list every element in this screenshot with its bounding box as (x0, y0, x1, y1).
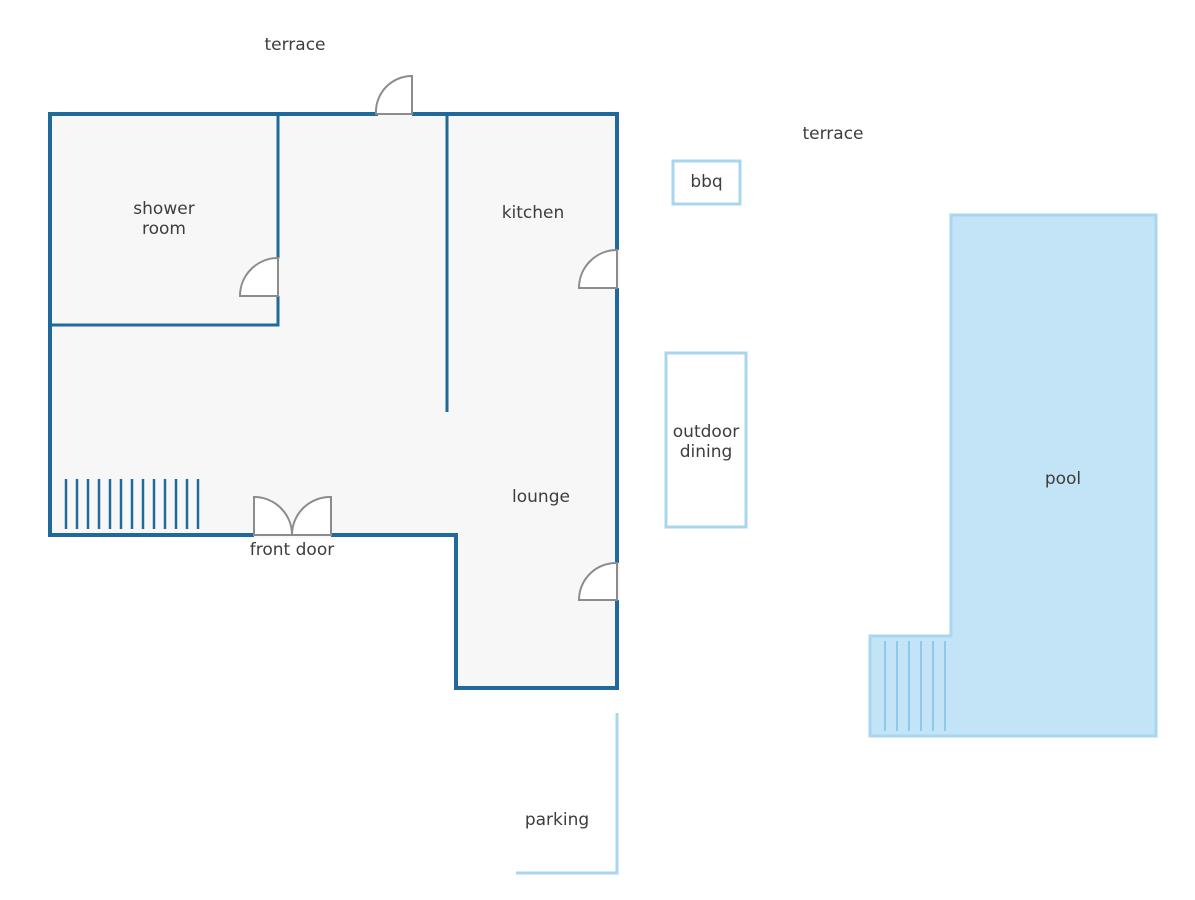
parking-outline (516, 713, 619, 875)
terrace-door[interactable] (374, 74, 413, 115)
terrace-top-label: terrace (264, 35, 326, 55)
outdoor-dining-area (664, 351, 748, 529)
pool-steps (884, 641, 946, 731)
parking-label: parking (524, 810, 590, 830)
shower-room-label: shower room (114, 199, 214, 239)
exterior-wall (48, 112, 619, 690)
bbq-label: bbq (690, 172, 723, 192)
outdoor-dining-label-line2: dining (679, 442, 733, 462)
pool-label: pool (1044, 469, 1082, 489)
lounge-door[interactable] (577, 561, 618, 601)
terrace-right-label: terrace (802, 124, 864, 144)
kitchen-door[interactable] (577, 248, 618, 289)
shower-room-label-line2: room (142, 219, 186, 239)
lounge-label: lounge (512, 487, 570, 507)
outdoor-dining-label-line1: outdoor (672, 422, 740, 442)
kitchen-label: kitchen (501, 203, 565, 223)
house-floor (50, 114, 617, 688)
shower-room-label-line1: shower (133, 199, 195, 219)
front-door[interactable] (253, 495, 332, 536)
shower-room-wall (50, 114, 280, 327)
shower-room-door[interactable] (238, 256, 279, 297)
pool (868, 213, 1158, 738)
front-door-label: front door (249, 540, 335, 560)
bbq-area (671, 159, 742, 206)
interior-stairs (64, 479, 200, 529)
outdoor-dining-label: outdoor dining (666, 422, 746, 462)
